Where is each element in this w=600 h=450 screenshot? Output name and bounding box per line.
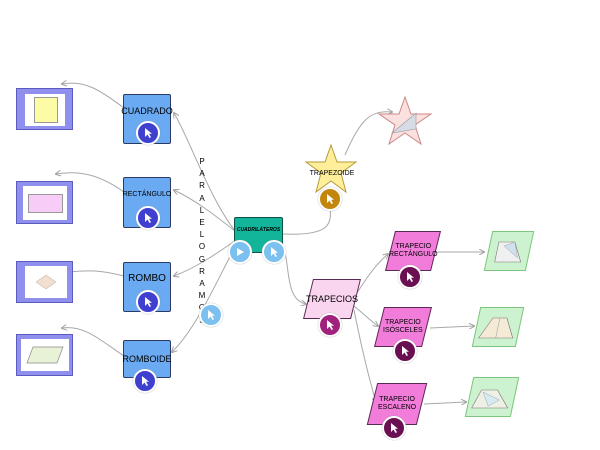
connector-trapecio-iso [353, 305, 378, 326]
trapecio-isosceles-line2: ISÓSCELES [383, 327, 423, 334]
paralelogramos-cursor-button[interactable] [199, 303, 223, 327]
play-button[interactable] [228, 240, 252, 264]
cursor-arrow-icon [402, 346, 409, 356]
romboide-thumbnail[interactable] [16, 334, 73, 376]
trapezoide-star-node[interactable] [303, 143, 359, 195]
trapecio-rectangulo-cursor-button[interactable] [398, 265, 422, 289]
rectangulo-cursor-button[interactable] [136, 206, 160, 230]
cuadrilateros-cursor-button[interactable] [262, 240, 286, 264]
cursor-arrow-icon [145, 297, 152, 307]
paralelogramos-letter: M [198, 291, 206, 301]
rectangulo-label: RECTÁNGULO [122, 190, 172, 198]
connector-rombo-thumb [68, 271, 125, 277]
connector-romboide-thumb [62, 328, 125, 357]
play-icon [237, 248, 244, 256]
trapezoide-thumbnail[interactable] [376, 95, 434, 147]
trapecio-escaleno-line2: ESCALENO [377, 404, 417, 411]
connector-trapecio-rect [353, 254, 388, 299]
cursor-arrow-icon [145, 128, 152, 138]
romboide-label: ROMBOIDE [122, 354, 172, 364]
trapezoide-label: TRAPEZOIDE [309, 170, 355, 177]
trapezoide-cursor-button[interactable] [318, 187, 342, 211]
cursor-arrow-icon [327, 194, 334, 204]
cursor-arrow-icon [142, 376, 149, 386]
connector-cuadrado-thumb [62, 83, 125, 109]
rectangulo-thumbnail[interactable] [16, 181, 73, 224]
cursor-arrow-icon [145, 213, 152, 223]
trapecio-isosceles-cursor-button[interactable] [393, 339, 417, 363]
cuadrado-label: CUADRADO [121, 106, 173, 116]
paralelogramos-letter: P [199, 157, 205, 166]
paralelogramos-letter: L [199, 205, 205, 215]
connector-trapecios [283, 247, 306, 304]
cursor-arrow-icon [208, 310, 215, 320]
connector-trapecio-iso-thumb [429, 326, 474, 328]
paralelogramos-letter: R [199, 181, 205, 191]
romboide-cursor-button[interactable] [133, 369, 157, 393]
trapecio-escaleno-cursor-button[interactable] [382, 416, 406, 440]
trapecios-label: TRAPECIOS [306, 294, 359, 304]
rombo-thumbnail[interactable] [16, 261, 73, 303]
paralelogramos-letter: L [199, 230, 205, 240]
trapecio-rectangulo-thumbnail[interactable] [483, 231, 535, 271]
paralelogramos-letter: A [199, 279, 205, 289]
paralelogramos-letter: G [198, 254, 206, 264]
paralelogramos-letter: A [199, 169, 205, 179]
connector-trapecio-esc [353, 309, 376, 402]
trapecio-rectangulo-line2: RECTÁNGULO [388, 251, 438, 258]
cursor-arrow-icon [327, 320, 334, 330]
rombo-cursor-button[interactable] [136, 290, 160, 314]
connector-cuadrado [174, 113, 237, 233]
paralelogramos-letter: E [199, 218, 205, 228]
connector-trapecio-esc-thumb [423, 402, 466, 404]
paralelogramos-label: P A R A L E L O G R A M O S [197, 156, 207, 327]
cuadrado-cursor-button[interactable] [136, 121, 160, 145]
trapecio-isosceles-line1: TRAPECIO [385, 319, 421, 326]
cuadrilateros-title: CUADRILÁTEROS [236, 227, 281, 233]
connector-rectangulo-thumb [56, 173, 125, 193]
paralelogramos-letter: O [198, 242, 206, 252]
connector-trapezoide-thumb [344, 112, 392, 156]
cuadrado-thumbnail[interactable] [16, 88, 73, 130]
paralelogramos-letter: R [199, 266, 205, 276]
trapecios-cursor-button[interactable] [318, 313, 342, 337]
trapecio-escaleno-line1: TRAPECIO [379, 396, 415, 403]
trapecio-escaleno-thumbnail[interactable] [464, 377, 520, 417]
cursor-arrow-icon [271, 247, 278, 257]
trapecio-isosceles-thumbnail[interactable] [471, 307, 525, 347]
cursor-arrow-icon [407, 272, 414, 282]
rombo-label: ROMBO [128, 273, 166, 284]
paralelogramos-letter: A [199, 193, 205, 203]
connector-rectangulo [174, 190, 237, 233]
trapecio-rectangulo-line1: TRAPECIO [395, 243, 431, 250]
cursor-arrow-icon [391, 423, 398, 433]
